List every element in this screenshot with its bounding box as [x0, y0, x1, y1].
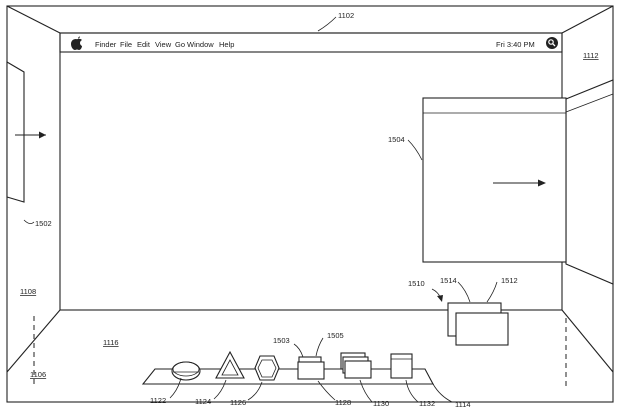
leader-1124 [213, 379, 227, 400]
stacked-window-front[interactable] [455, 312, 509, 346]
right-wall-panel-titlebar [565, 93, 614, 113]
ref-1514: 1514 [440, 276, 457, 285]
ref-1504: 1504 [388, 135, 405, 144]
leader-1114 [432, 383, 453, 403]
main-window-1504[interactable] [422, 97, 567, 263]
menu-item-view[interactable]: View [155, 40, 172, 49]
dock-hexagon-icon[interactable] [254, 355, 280, 381]
menu-item-help[interactable]: Help [219, 40, 234, 49]
menu-item-go[interactable]: Go [175, 40, 185, 49]
dock-window-stack-icon[interactable] [297, 356, 325, 380]
corner-line-tr [561, 5, 614, 34]
corner-line-bl [6, 309, 61, 373]
leader-1502 [23, 219, 35, 224]
ref-1112: 1112 [583, 51, 599, 60]
leader-1132 [405, 379, 419, 403]
corner-line-br [561, 309, 614, 373]
leader-1505 [315, 337, 324, 357]
ref-1116: 1116 [103, 338, 119, 347]
leader-1128 [317, 380, 336, 401]
ref-1122: 1122 [150, 396, 166, 405]
ref-1503: 1503 [273, 336, 290, 345]
ref-1502: 1502 [35, 219, 52, 228]
left-wall-window[interactable] [6, 61, 25, 203]
ref-1124: 1124 [195, 397, 211, 406]
corner-line-tl [6, 5, 61, 34]
ref-1126: 1126 [230, 398, 246, 407]
menu-item-window[interactable]: Window [187, 40, 214, 49]
right-arrow-icon [538, 179, 546, 187]
dock-documents-icon[interactable] [340, 352, 372, 379]
ref-1102: 1102 [338, 11, 354, 20]
pointer-arrow-icon [437, 295, 443, 302]
ref-1130: 1130 [373, 399, 389, 408]
ref-1505: 1505 [327, 331, 344, 340]
leader-1512 [486, 281, 498, 303]
right-wall-panel[interactable] [565, 79, 614, 285]
leader-1504 [407, 139, 423, 161]
menu-item-finder[interactable]: Finder [95, 40, 117, 49]
ref-1114: 1114 [455, 400, 471, 409]
ref-1106: 1106 [30, 370, 46, 379]
ref-1128: 1128 [335, 398, 351, 407]
menu-clock: Fri 3:40 PM [496, 40, 535, 49]
right-arrow-icon [39, 131, 46, 139]
dock-disc-icon[interactable] [171, 361, 201, 381]
leader-1503 [293, 343, 304, 358]
leader-1102 [317, 16, 337, 32]
leader-1122 [169, 377, 182, 399]
dock-box-icon[interactable] [390, 353, 413, 379]
apple-icon[interactable] [71, 36, 82, 51]
spotlight-search-icon[interactable] [546, 37, 558, 49]
leader-1130 [359, 379, 373, 403]
ref-1108: 1108 [20, 287, 36, 296]
leader-1126 [247, 381, 263, 401]
menu-bar [59, 32, 563, 53]
dock-triangle-icon[interactable] [215, 350, 245, 379]
leader-1514 [457, 281, 471, 303]
ref-1132: 1132 [419, 399, 435, 408]
menu-item-file[interactable]: File [120, 40, 132, 49]
menu-item-edit[interactable]: Edit [137, 40, 151, 49]
ref-1512: 1512 [501, 276, 518, 285]
ref-1510: 1510 [408, 279, 425, 288]
